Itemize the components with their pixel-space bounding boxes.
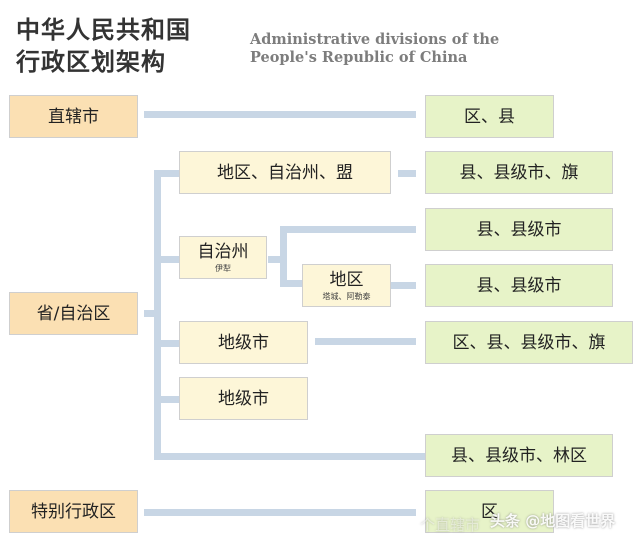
connector-line — [154, 396, 180, 403]
connector-line — [280, 226, 287, 286]
node-districts-full-label: 区、县、县级市、旗 — [452, 332, 606, 353]
title-en-line2: People's Republic of China — [250, 49, 468, 66]
connector-line — [144, 111, 416, 118]
node-counties-forest: 县、县级市、林区 — [425, 434, 613, 477]
connector-line — [154, 340, 180, 347]
node-province-label: 省/自治区 — [36, 303, 111, 324]
node-prefecture-city-1-label: 地级市 — [218, 332, 269, 353]
title-en-line1: Administrative divisions of the — [250, 31, 500, 48]
connector-line — [154, 170, 180, 177]
node-prefecture-area: 地区、自治州、盟 — [179, 151, 391, 194]
node-area: 地区 塔城、阿勒泰 — [302, 264, 391, 307]
node-muni-counties: 区、县 — [425, 95, 554, 138]
node-municipality: 直辖市 — [9, 95, 138, 138]
node-province: 省/自治区 — [9, 292, 138, 335]
node-counties-1: 县、县级市 — [425, 208, 613, 251]
title-cn-line1: 中华人民共和国 — [16, 16, 191, 44]
connector-line — [154, 256, 180, 263]
watermark: 个直辖市 头条 @地图看世界 — [404, 510, 640, 536]
node-prefecture-area-label: 地区、自治州、盟 — [217, 162, 353, 183]
node-auto-prefecture: 自治州 伊犁 — [179, 236, 267, 279]
connector-line — [154, 453, 426, 460]
node-districts-full: 区、县、县级市、旗 — [425, 321, 633, 364]
node-area-note: 塔城、阿勒泰 — [322, 291, 371, 301]
connector-line — [398, 170, 416, 177]
node-sar-label: 特别行政区 — [31, 501, 116, 522]
node-sar-district-label: 区 — [481, 501, 498, 522]
node-area-label: 地区 — [329, 269, 364, 290]
node-prefecture-city-2: 地级市 — [179, 377, 308, 420]
title-cn-line2: 行政区划架构 — [16, 48, 166, 76]
watermark-text: 头条 @地图看世界 — [490, 512, 616, 530]
connector-line — [144, 509, 416, 516]
node-auto-prefecture-label: 自治州 — [197, 241, 249, 262]
node-auto-prefecture-note: 伊犁 — [215, 263, 231, 273]
node-counties-forest-label: 县、县级市、林区 — [451, 445, 587, 466]
node-counties-banners-label: 县、县级市、旗 — [459, 162, 579, 183]
node-muni-counties-label: 区、县 — [464, 106, 515, 127]
node-prefecture-city-2-label: 地级市 — [218, 388, 269, 409]
connector-line — [144, 310, 158, 317]
node-counties-2: 县、县级市 — [425, 264, 613, 307]
node-sar-district: 区 — [425, 490, 554, 533]
node-municipality-label: 直辖市 — [48, 106, 99, 127]
node-counties-banners: 县、县级市、旗 — [425, 151, 613, 194]
node-counties-1-label: 县、县级市 — [476, 219, 562, 240]
connector-line — [280, 226, 416, 233]
watermark-faint-text: 个直辖市 — [420, 516, 481, 534]
connector-line — [390, 282, 416, 289]
connector-line — [315, 338, 416, 345]
node-prefecture-city-1: 地级市 — [179, 321, 308, 364]
connector-line — [280, 280, 302, 287]
node-sar: 特别行政区 — [9, 490, 138, 533]
connector-line — [268, 256, 284, 263]
node-counties-2-label: 县、县级市 — [476, 275, 562, 296]
